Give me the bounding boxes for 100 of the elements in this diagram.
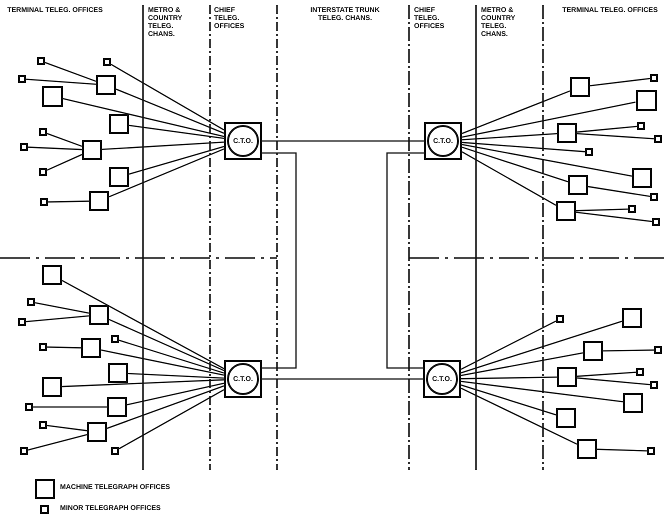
office-box: [109, 114, 129, 134]
connector-line: [46, 424, 88, 432]
office-box: [42, 377, 62, 397]
connector-line: [46, 346, 82, 348]
office-box: [25, 403, 33, 411]
office-box: [20, 143, 28, 151]
office-box: [647, 447, 655, 455]
connector-line: [386, 152, 424, 369]
connector-line: [126, 382, 224, 406]
office-box: [89, 191, 109, 211]
connector-line: [462, 144, 632, 177]
connector-line: [46, 154, 82, 171]
connector-line: [100, 349, 224, 376]
connector-line: [462, 151, 556, 206]
office-box: [636, 368, 644, 376]
connector-line: [462, 146, 568, 182]
office-box: [82, 140, 102, 160]
office-box: [39, 128, 47, 136]
connector-line: [462, 133, 558, 140]
connector-line: [460, 320, 622, 374]
connector-line: [576, 372, 636, 377]
office-box: [39, 421, 47, 429]
office-box: [557, 367, 577, 387]
office-box: [27, 298, 35, 306]
connector-line: [576, 126, 638, 133]
connector-line: [118, 389, 224, 450]
connector-line: [128, 146, 224, 175]
office-box: [585, 148, 593, 156]
connector-line: [262, 152, 297, 369]
office-box: [556, 201, 576, 221]
connector-line: [110, 64, 224, 131]
connector-line: [44, 62, 96, 82]
office-box: [18, 75, 26, 83]
connector-line: [460, 388, 578, 445]
office-box: [108, 363, 128, 383]
office-box: [109, 167, 129, 187]
office-box: [556, 408, 576, 428]
connector-line: [460, 380, 624, 402]
connector-line: [576, 208, 628, 212]
office-box: [650, 74, 658, 82]
office-box: [103, 58, 111, 66]
office-box: [583, 341, 603, 361]
connector-line: [262, 140, 424, 142]
connector-line: [596, 448, 648, 452]
connector-line: [102, 141, 224, 150]
connector-line: [462, 90, 570, 134]
office-box: [39, 343, 47, 351]
office-box: [89, 305, 109, 325]
office-box: [107, 397, 127, 417]
connector-line: [28, 146, 82, 150]
connector-line: [28, 434, 88, 451]
connector-line: [48, 200, 90, 203]
office-box: [654, 346, 662, 354]
connector-line: [590, 78, 650, 86]
connector-line: [128, 124, 224, 140]
connector-line: [128, 372, 224, 379]
office-box: [18, 318, 26, 326]
office-box: [87, 422, 107, 442]
office-box: [636, 90, 656, 110]
office-box: [637, 122, 645, 130]
connector-line: [460, 376, 558, 380]
connector-line: [34, 302, 90, 314]
connector-line: [33, 406, 107, 408]
office-box: [650, 381, 658, 389]
office-box: [111, 335, 119, 343]
office-box: [556, 315, 564, 323]
office-box: [557, 123, 577, 143]
connector-line: [460, 320, 556, 370]
office-box: [37, 57, 45, 65]
office-box: [81, 338, 101, 358]
connector-line: [62, 280, 224, 370]
office-box: [40, 198, 48, 206]
office-box: [654, 135, 662, 143]
connector-line: [108, 148, 224, 198]
connector-line: [62, 98, 224, 138]
connector-line: [26, 78, 96, 85]
office-box: [623, 393, 643, 413]
connector-line: [603, 349, 654, 352]
connector-line: [108, 318, 224, 372]
connector-line: [462, 101, 636, 138]
connector-line: [62, 379, 224, 388]
office-box: [96, 75, 116, 95]
office-box: [111, 447, 119, 455]
connector-line: [576, 377, 650, 386]
office-box: [622, 308, 642, 328]
office-box: [42, 265, 62, 285]
office-box: [650, 193, 658, 201]
office-box: [577, 439, 597, 459]
connector-line: [262, 378, 423, 380]
connector-line: [46, 132, 82, 147]
office-box: [570, 77, 590, 97]
office-box: [632, 168, 652, 188]
connector-line: [588, 186, 650, 198]
connector-line: [576, 212, 652, 222]
connector-line: [118, 340, 224, 374]
connector-line: [26, 315, 90, 322]
office-box: [42, 86, 62, 106]
connector-line: [460, 384, 556, 416]
connector-line: [116, 88, 224, 134]
office-box: [39, 168, 47, 176]
